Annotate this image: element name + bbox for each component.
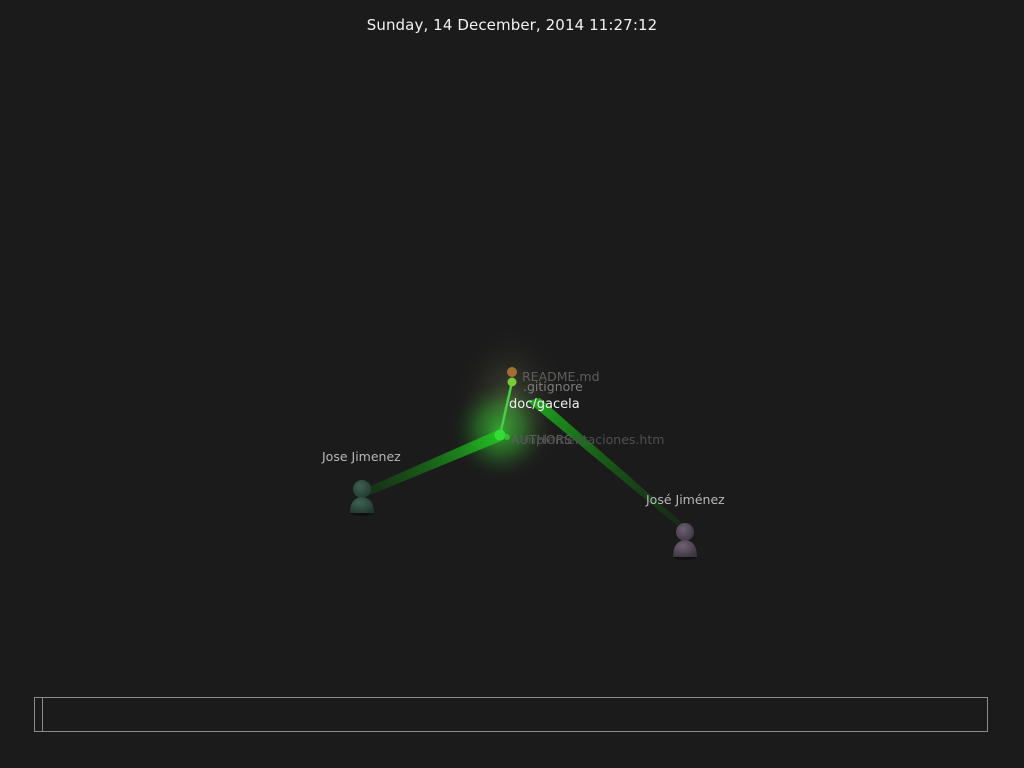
user-avatar-jose-jimenez[interactable] bbox=[350, 480, 374, 516]
action-beam-left bbox=[366, 430, 501, 495]
directory-label: doc/gacela bbox=[509, 397, 580, 412]
action-beam-right bbox=[527, 398, 689, 529]
file-node-implementaciones[interactable] bbox=[504, 434, 510, 440]
timeline-cursor[interactable] bbox=[42, 698, 43, 731]
user-label-jose-jimenez: Jose Jimenez bbox=[322, 449, 401, 464]
file-node-gitignore[interactable] bbox=[507, 377, 517, 387]
timeline-bar[interactable] bbox=[34, 697, 988, 732]
tree-edge bbox=[498, 381, 514, 436]
file-label-readme: README.md bbox=[522, 369, 600, 384]
file-label-gitignore: .gitignore bbox=[523, 379, 583, 394]
user-label-jose-jimenez-accented: José Jiménez bbox=[646, 492, 725, 507]
file-node-readme[interactable] bbox=[507, 367, 517, 377]
file-label-authors: AUTHORS bbox=[511, 432, 573, 447]
file-node-authors[interactable] bbox=[494, 429, 506, 441]
date-time-label: Sunday, 14 December, 2014 11:27:12 bbox=[366, 16, 658, 34]
user-avatar-jose-jimenez-accented[interactable] bbox=[673, 523, 697, 560]
file-label-implementaciones: Implementaciones.htm bbox=[520, 432, 665, 447]
